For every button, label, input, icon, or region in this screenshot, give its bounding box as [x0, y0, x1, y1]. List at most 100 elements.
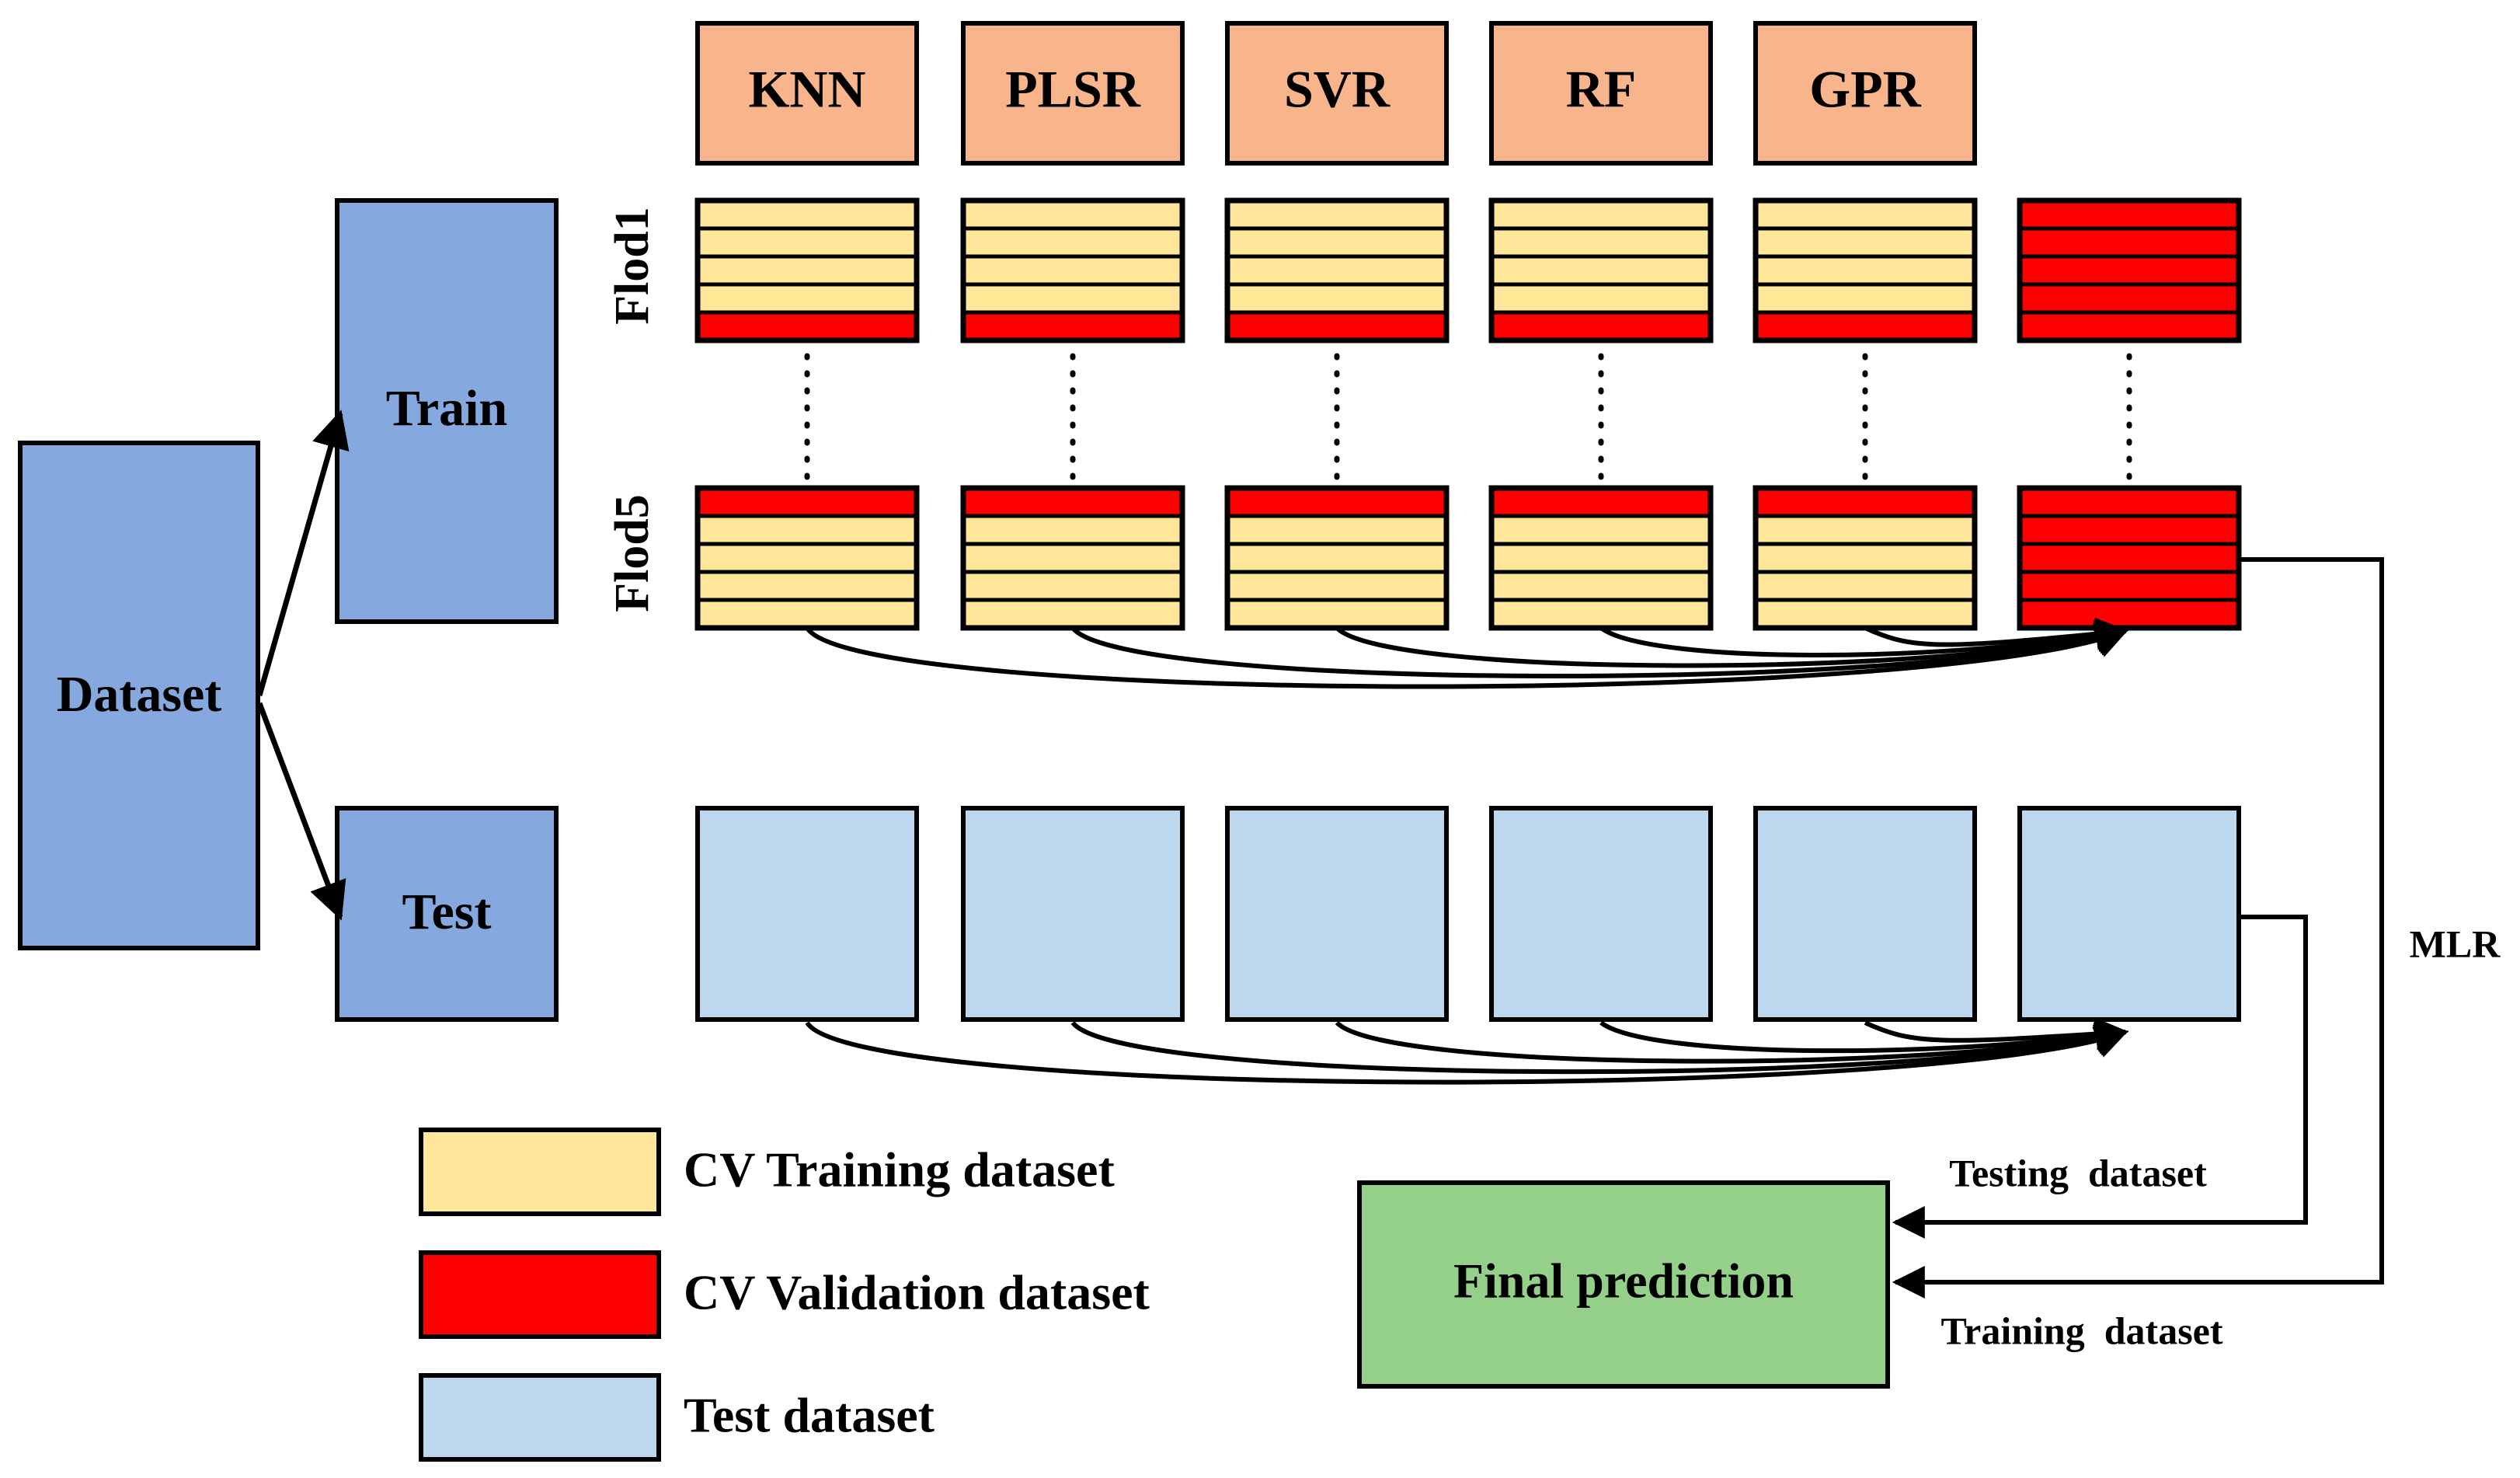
fold5-block-4-stripe	[1753, 570, 1977, 602]
fold-ellipsis-row	[804, 353, 2132, 483]
model-box-gpr	[1753, 21, 1977, 166]
fold1-block-1-stripe	[961, 310, 1185, 343]
test-label: Test	[402, 884, 492, 940]
fold1-block-3-border	[1488, 197, 1714, 343]
train-label: Train	[386, 380, 507, 437]
fold5-block-2-stripe	[1225, 514, 1449, 546]
fold5-block-1-stripe	[961, 486, 1185, 518]
fold5-block-0-stripe	[695, 514, 919, 546]
fold5-block-3-stripe	[1489, 542, 1713, 574]
fold5-block-4-stripe	[1753, 514, 1977, 546]
fold1-block-5-stripe	[2017, 282, 2241, 315]
fold1-block-4-border	[1753, 197, 1978, 343]
fold5-block-0	[694, 485, 920, 631]
fold1-block-5	[2017, 197, 2242, 343]
fold5-block-5-stripe	[2017, 598, 2241, 630]
fold1-block-4-stripe	[1753, 226, 1977, 259]
test-block-2	[1225, 806, 1449, 1022]
aggregation-curve	[1070, 1021, 2129, 1075]
fold5-block-4	[1753, 485, 1978, 631]
testing-connector	[1892, 915, 2308, 1239]
aggregation-curve	[1864, 1017, 2129, 1051]
fold1-row	[694, 197, 2242, 343]
fold5-block-5-stripe	[2017, 486, 2241, 518]
fold5-block-2-stripe	[1225, 542, 1449, 574]
fold1-block-1	[960, 197, 1185, 343]
fold1-block-2-stripe	[1225, 282, 1449, 315]
fold5-block-1-stripe	[961, 514, 1185, 546]
fold5-block-5	[2017, 485, 2242, 631]
legend-label-0: CV Training dataset	[684, 1142, 1115, 1197]
fold1-block-3-stripe	[1489, 310, 1713, 343]
testing-dataset-label: Testing dataset	[1949, 1151, 2207, 1194]
aggregation-curve	[1864, 617, 2129, 650]
fold1-block-1-stripe	[961, 198, 1185, 231]
dataset-box	[18, 441, 260, 950]
arrow-dataset-to-test	[256, 702, 346, 921]
fold1-block-5-stripe	[2017, 226, 2241, 259]
fold5-block-3-stripe	[1489, 570, 1713, 602]
fold1-block-1-border	[960, 197, 1185, 343]
fold1-block-5-border	[2017, 197, 2242, 343]
fold1-block-2	[1224, 197, 1450, 343]
aggregation-curve	[1335, 622, 2129, 668]
final-prediction-label: Final prediction	[1453, 1253, 1794, 1309]
model-label-rf: RF	[1566, 60, 1637, 119]
aggregation-curve	[1335, 1020, 2129, 1064]
fold1-block-2-border	[1224, 197, 1450, 343]
model-box-knn	[695, 21, 919, 166]
aggregation-curve	[1070, 624, 2128, 678]
fold1-block-2-stripe	[1225, 226, 1449, 259]
fold5-block-0-stripe	[695, 542, 919, 574]
legend-label-1: CV Validation dataset	[684, 1265, 1150, 1320]
fold5-block-2-stripe	[1225, 598, 1449, 630]
final-prediction-box	[1357, 1180, 1890, 1389]
legend-swatch-0	[419, 1128, 661, 1216]
fold1-block-2-stripe	[1225, 310, 1449, 343]
fold5-block-3-stripe	[1489, 598, 1713, 630]
fold5-block-5-stripe	[2017, 514, 2241, 546]
fold1-block-3-stripe	[1489, 282, 1713, 315]
model-box-rf	[1489, 21, 1713, 166]
test-block-4	[1753, 806, 1977, 1022]
fold1-block-4-stripe	[1753, 254, 1977, 287]
fold1-block-5-stripe	[2017, 198, 2241, 231]
fold5-block-1-stripe	[961, 570, 1185, 602]
dataset-label: Dataset	[57, 666, 222, 723]
fold5-block-3-stripe	[1489, 514, 1713, 546]
model-label-svr: SVR	[1284, 60, 1391, 119]
fold-first-label: Flod1	[606, 207, 659, 325]
test-block-1	[961, 806, 1185, 1022]
fold1-block-0-stripe	[695, 226, 919, 259]
fold5-block-4-stripe	[1753, 598, 1977, 630]
fold5-block-5-stripe	[2017, 542, 2241, 574]
fold5-block-3-stripe	[1489, 486, 1713, 518]
test-block-3	[1489, 806, 1713, 1022]
training-dataset-label: Training dataset	[1941, 1309, 2223, 1352]
fold1-block-5-stripe	[2017, 310, 2241, 343]
fold1-block-0	[694, 197, 920, 343]
mlr-label: MLR	[2410, 922, 2501, 965]
fold1-block-1-stripe	[961, 254, 1185, 287]
fold5-block-4-stripe	[1753, 486, 1977, 518]
fold1-block-0-stripe	[695, 282, 919, 315]
test-row	[695, 806, 2241, 1022]
test-block-5	[2017, 806, 2241, 1022]
test-block-0	[695, 806, 919, 1022]
model-box-plsr	[961, 21, 1185, 166]
fold1-block-5-stripe	[2017, 254, 2241, 287]
test-box	[335, 806, 559, 1022]
fold1-block-4	[1753, 197, 1978, 343]
fold1-block-3	[1488, 197, 1714, 343]
arrow-dataset-to-train	[256, 410, 350, 696]
fold1-block-0-stripe	[695, 254, 919, 287]
fold5-row	[694, 485, 2242, 631]
fold1-block-1-stripe	[961, 226, 1185, 259]
aggregation-curve	[805, 626, 2128, 689]
aggregation-curves	[805, 617, 2129, 1085]
fold1-block-1-stripe	[961, 282, 1185, 315]
fold1-block-3-stripe	[1489, 226, 1713, 259]
fold5-block-1	[960, 485, 1185, 631]
